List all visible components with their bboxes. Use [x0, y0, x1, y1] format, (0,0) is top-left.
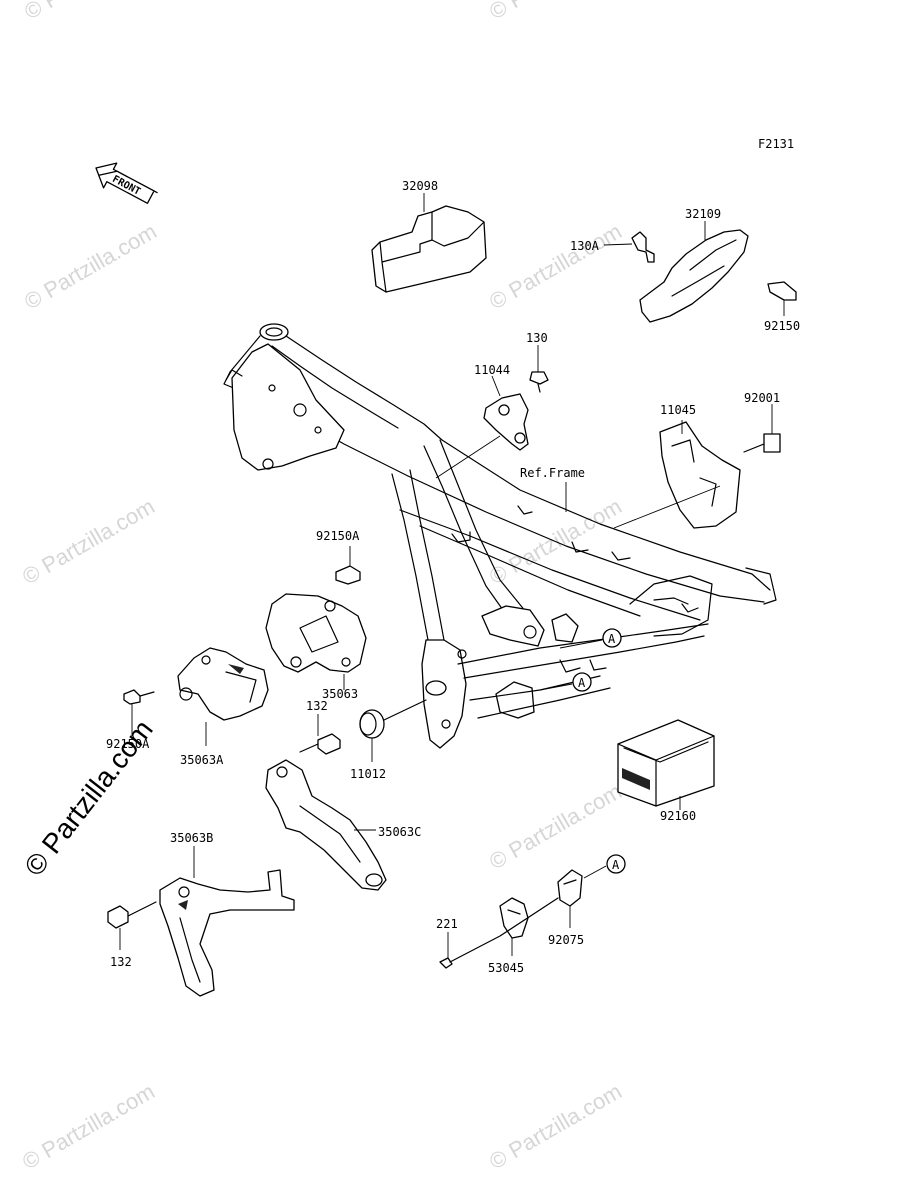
bolt-130A-icon [631, 231, 655, 263]
watermark: © Partzilla.com [18, 494, 159, 590]
figure-code: F2131 [758, 137, 794, 151]
part-32109-cover [639, 229, 749, 323]
part-11045-bracket [659, 421, 741, 529]
callout-92150A: 92150A [316, 529, 360, 543]
collar-92150A-icon [335, 565, 361, 585]
ref-marker-a: A [583, 854, 626, 879]
ref-marker-a: A [559, 628, 622, 649]
callout-132: 132 [306, 699, 328, 713]
grommet-11012-icon [359, 699, 427, 739]
screw-221-icon [439, 897, 559, 969]
callout-130: 130 [526, 331, 548, 345]
callout-35063C: 35063C [378, 825, 421, 839]
part-32098-cover [371, 205, 487, 293]
watermark: © Partzilla.com [20, 0, 161, 24]
callout-11044: 11044 [474, 363, 510, 377]
callout-92150: 92150 [764, 319, 800, 333]
svg-text:A: A [608, 632, 616, 646]
part-35063B-bracket [159, 869, 295, 997]
bolt-130-icon [529, 371, 549, 393]
collar-92150A-icon [123, 689, 155, 705]
callout-32098: 32098 [402, 179, 438, 193]
svg-text:A: A [578, 676, 586, 690]
callout-35063B: 35063B [170, 831, 213, 845]
watermark: © Partzilla.com [485, 1079, 626, 1175]
callout-11045: 11045 [660, 403, 696, 417]
callout-92160: 92160 [660, 809, 696, 823]
ref-frame-label: Ref.Frame [520, 466, 585, 480]
watermark: © Partzilla.com [485, 0, 626, 24]
callout-35063A: 35063A [180, 753, 224, 767]
bolt-92001-icon [743, 433, 781, 453]
callout-221: 221 [436, 917, 458, 931]
watermark: © Partzilla.com [485, 779, 626, 875]
bolt-132-icon [299, 733, 341, 755]
callout-92150A-left: 92150A [106, 737, 150, 751]
part-35063C-bracket [265, 759, 387, 891]
part-92160-case [617, 719, 715, 807]
callout-92075: 92075 [548, 933, 584, 947]
motorcycle-frame [223, 323, 777, 749]
watermark: © Partzilla.com [485, 219, 626, 315]
callout-132-bottom: 132 [110, 955, 132, 969]
part-53045-clamp [499, 897, 529, 939]
callout-32109: 32109 [685, 207, 721, 221]
watermark: © Partzilla.com [20, 219, 161, 315]
front-arrow-icon: FRONT [95, 162, 158, 204]
callout-11012: 11012 [350, 767, 386, 781]
svg-text:A: A [612, 858, 620, 872]
part-35063-plate [265, 593, 367, 673]
watermark: © Partzilla.com [18, 1079, 159, 1175]
callout-35063: 35063 [322, 687, 358, 701]
part-92075-band [557, 869, 583, 907]
collar-92150-icon [767, 281, 797, 301]
part-35063A-bracket [177, 647, 269, 721]
callout-92001: 92001 [744, 391, 780, 405]
ref-marker-a: A [539, 672, 592, 692]
bolt-132-icon [107, 901, 157, 929]
part-11044-bracket [483, 393, 529, 451]
callout-53045: 53045 [488, 961, 524, 975]
callout-130A: 130A [570, 239, 600, 253]
